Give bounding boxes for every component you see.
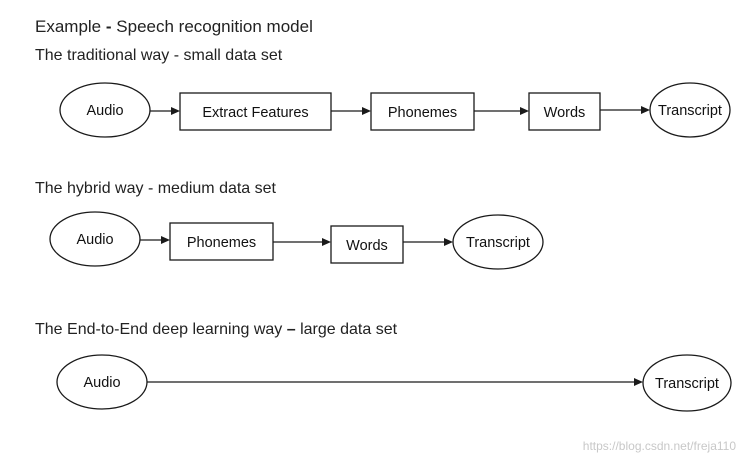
arrowhead [520, 107, 529, 115]
watermark-url: https://blog.csdn.net/freja110 [582, 439, 736, 453]
title-separator: - [105, 17, 112, 36]
node-phonemes: Phonemes [169, 222, 274, 261]
arrowhead [634, 378, 643, 386]
traditional-way-heading: The traditional way - small data set [35, 47, 283, 64]
node-transcript-label: Transcript [466, 235, 530, 251]
diagram-title: Example - Speech recognition model [35, 17, 313, 37]
arrowhead [161, 236, 170, 244]
node-words: Words [330, 225, 404, 264]
node-extract-features-label: Extract Features [202, 105, 308, 121]
node-audio-label: Audio [83, 375, 120, 391]
node-audio: Audio [56, 354, 148, 410]
hybrid-flow: Audio Phonemes Words Transcript [49, 211, 544, 270]
traditional-flow: Audio Extract Features Phonemes Words Tr… [59, 82, 731, 138]
arrowhead [322, 238, 331, 246]
end-to-end-way-heading: The End-to-End deep learning way – large… [35, 320, 397, 340]
node-transcript-label: Transcript [658, 103, 722, 119]
node-audio: Audio [59, 82, 151, 138]
arrowhead [444, 238, 453, 246]
node-words-label: Words [544, 105, 586, 121]
node-extract-features: Extract Features [179, 92, 332, 131]
arrowhead [171, 107, 180, 115]
node-audio-label: Audio [76, 232, 113, 248]
title-text: Speech recognition model [116, 17, 313, 36]
node-words-label: Words [346, 238, 388, 254]
end-to-end-heading-start: The End-to-End deep learning way [35, 321, 283, 338]
node-transcript: Transcript [452, 214, 544, 270]
node-words: Words [528, 92, 601, 131]
node-audio: Audio [49, 211, 141, 267]
node-phonemes-label: Phonemes [187, 235, 256, 251]
end-to-end-flow: Audio Transcript [56, 354, 732, 412]
node-phonemes: Phonemes [370, 92, 475, 131]
hybrid-way-heading: The hybrid way - medium data set [35, 180, 276, 197]
node-transcript-label: Transcript [655, 376, 719, 392]
arrowhead [362, 107, 371, 115]
node-transcript: Transcript [642, 354, 732, 412]
arrowhead [641, 106, 650, 114]
node-audio-label: Audio [86, 103, 123, 119]
node-phonemes-label: Phonemes [388, 105, 457, 121]
title-prefix: Example [35, 17, 102, 36]
end-to-end-heading-dash: – [286, 321, 296, 338]
end-to-end-heading-end: large data set [300, 321, 398, 338]
node-transcript: Transcript [649, 82, 731, 138]
